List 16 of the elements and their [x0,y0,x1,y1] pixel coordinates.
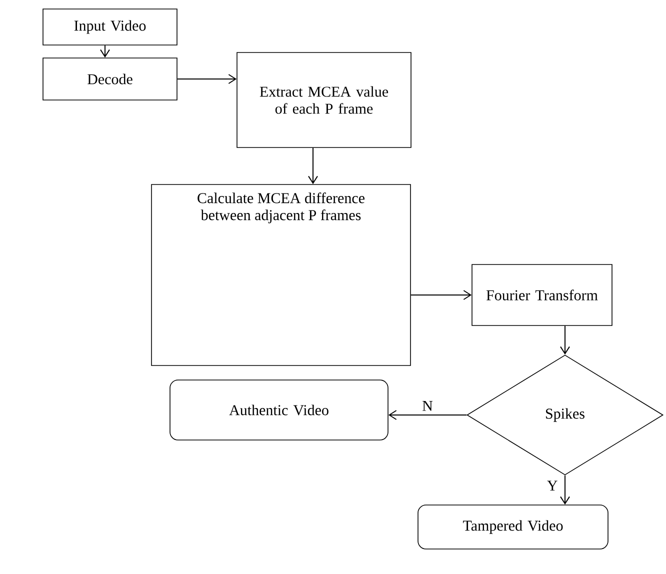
edge-label: N [422,401,433,411]
arrow [388,410,468,420]
process-box: Fourier Transform [472,264,612,326]
edge-label: Y [547,480,558,491]
arrow [176,74,237,84]
arrow [308,147,318,184]
terminal-box: Tampered Video [418,504,608,550]
process-box: Extract MCEA value of each P frame [236,52,412,148]
arrow [410,290,472,300]
arrow [560,325,570,355]
process-box: Input Video [42,8,178,46]
arrow [560,474,570,505]
process-box: Calculate MCEA difference between adjacent P frames [151,184,411,366]
process-box: Decode [42,58,178,100]
terminal-box: Authentic Video [170,380,388,440]
arrow [100,44,110,58]
